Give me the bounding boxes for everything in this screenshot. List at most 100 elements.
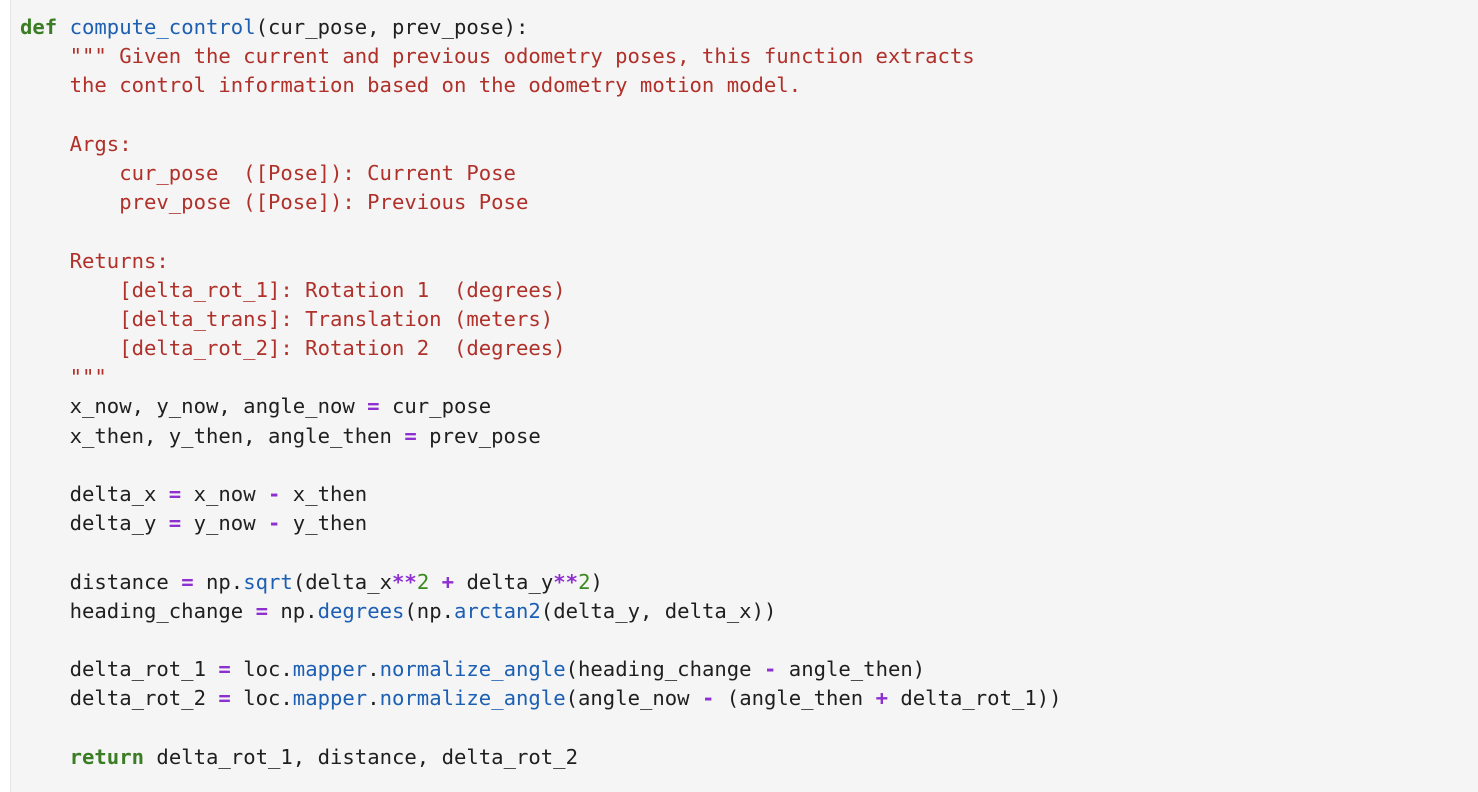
code-token-operator: = [404,423,417,448]
code-token-code-text: y_then [280,511,368,536]
code-line [20,626,1062,655]
code-token-operator: + [875,686,888,711]
code-token-number-literal: 2 [578,569,591,594]
code-token-code-text: delta_rot_1, distance, delta_rot_2 [144,744,578,769]
code-line: x_then, y_then, angle_then = prev_pose [20,422,1062,451]
code-token-function-name: compute_control [69,15,256,39]
code-token-operator: = [168,482,182,506]
code-line: cur_pose ([Pose]): Current Pose [20,159,1062,188]
code-line: """ [20,363,1062,392]
code-token-code-text: (angle_now [565,686,702,711]
code-line: x_now, y_now, angle_now = cur_pose [20,392,1062,421]
code-token-operator: ** [553,569,579,594]
code-token-operator: - [268,511,281,536]
code-token-attribute: arctan2 [454,598,541,623]
code-line: distance = np.sqrt(delta_x**2 + delta_y*… [20,568,1062,597]
code-token-string: [delta_trans]: Translation (meters) [20,306,554,331]
code-token-code-text: ) [590,569,603,594]
code-token-string: Args: [20,131,132,156]
code-token-operator: = [218,686,231,711]
code-token-code-text: . [367,686,380,711]
code-token-code-text [57,15,69,39]
code-token-keyword: return [69,744,145,769]
code-token-attribute: degrees [317,598,405,623]
code-token-code-text: x_then [280,482,368,506]
code-token-operator: + [441,569,455,594]
code-token-operator: - [763,657,777,682]
code-token-code-text: delta_y [20,511,169,536]
code-line: return delta_rot_1, distance, delta_rot_… [20,743,1062,772]
code-token-code-text [20,745,70,769]
code-token-string: """ [20,365,107,390]
code-token-code-text: . [367,657,380,682]
code-editor[interactable]: def compute_control(cur_pose, prev_pose)… [20,13,1062,772]
code-token-string: [delta_rot_1]: Rotation 1 (degrees) [20,277,566,302]
code-line [20,217,1062,246]
code-token-code-text: x_now, y_now, angle_now [20,394,368,419]
code-line: [delta_rot_1]: Rotation 1 (degrees) [20,276,1062,305]
code-token-attribute: mapper [292,657,368,682]
code-token-keyword: def [20,15,58,39]
code-token-code-text: cur_pose [379,394,492,419]
code-token-string: Returns: [20,248,169,273]
code-token-code-text: loc. [230,686,293,711]
code-line: [delta_rot_2]: Rotation 2 (degrees) [20,334,1062,363]
code-line: delta_y = y_now - y_then [20,509,1062,538]
code-line: Returns: [20,247,1062,276]
code-token-code-text: (delta_x [292,569,393,594]
code-token-code-text: (delta_y, delta_x)) [540,598,777,623]
code-token-operator: = [255,598,268,623]
code-token-operator: = [168,511,182,536]
code-token-number-literal: 2 [416,569,430,594]
code-token-code-text: x_now [181,482,268,506]
code-token-code-text: y_now [181,511,268,536]
code-line: delta_x = x_now - x_then [20,480,1062,509]
code-token-operator: = [181,569,194,594]
code-token-code-text: (angle_then [714,686,876,711]
code-token-code-text: (cur_pose, prev_pose): [255,15,529,39]
code-line [20,538,1062,567]
code-token-string: the control information based on the odo… [20,73,802,98]
code-token-attribute: mapper [292,686,368,711]
code-token-code-text: distance [20,569,182,594]
code-token-code-text: delta_x [20,482,169,506]
code-token-code-text [429,570,441,594]
code-token-string: cur_pose ([Pose]): Current Pose [20,160,516,185]
code-line: [delta_trans]: Translation (meters) [20,305,1062,334]
code-token-string: """ Given the current and previous odome… [20,44,975,69]
code-token-operator: = [218,657,231,682]
code-line: prev_pose ([Pose]): Previous Pose [20,188,1062,217]
code-line: Args: [20,130,1062,159]
code-token-string: prev_pose ([Pose]): Previous Pose [20,190,529,215]
code-line: delta_rot_1 = loc.mapper.normalize_angle… [20,655,1062,684]
code-line: def compute_control(cur_pose, prev_pose)… [20,13,1062,42]
code-token-operator: ** [392,569,417,594]
code-token-code-text: heading_change [20,598,256,623]
code-token-code-text: loc. [230,657,293,682]
code-token-code-text: np. [267,598,318,623]
code-token-code-text: prev_pose [416,423,541,448]
code-token-code-text: delta_rot_2 [20,686,219,711]
code-token-attribute: sqrt [243,569,293,594]
code-token-code-text: delta_y [454,569,554,594]
code-cell[interactable]: def compute_control(cur_pose, prev_pose)… [10,0,1478,792]
code-token-code-text: angle_then) [776,657,926,682]
code-token-attribute: normalize_angle [379,686,566,711]
code-line: the control information based on the odo… [20,71,1062,100]
code-line [20,451,1062,480]
code-line [20,101,1062,130]
code-token-string: [delta_rot_2]: Rotation 2 (degrees) [20,336,566,361]
code-token-operator: - [701,686,715,711]
code-token-operator: - [268,482,281,506]
code-token-attribute: normalize_angle [379,657,566,682]
code-token-code-text: x_then, y_then, angle_then [20,423,405,448]
code-line: """ Given the current and previous odome… [20,42,1062,71]
code-token-operator: = [367,394,380,419]
code-line: delta_rot_2 = loc.mapper.normalize_angle… [20,684,1062,713]
code-token-code-text: np. [193,569,244,594]
code-token-code-text: (np. [404,598,454,623]
code-token-code-text: delta_rot_1)) [887,686,1062,711]
code-line [20,714,1062,743]
code-token-code-text: (heading_change [565,657,764,682]
code-line: heading_change = np.degrees(np.arctan2(d… [20,597,1062,626]
